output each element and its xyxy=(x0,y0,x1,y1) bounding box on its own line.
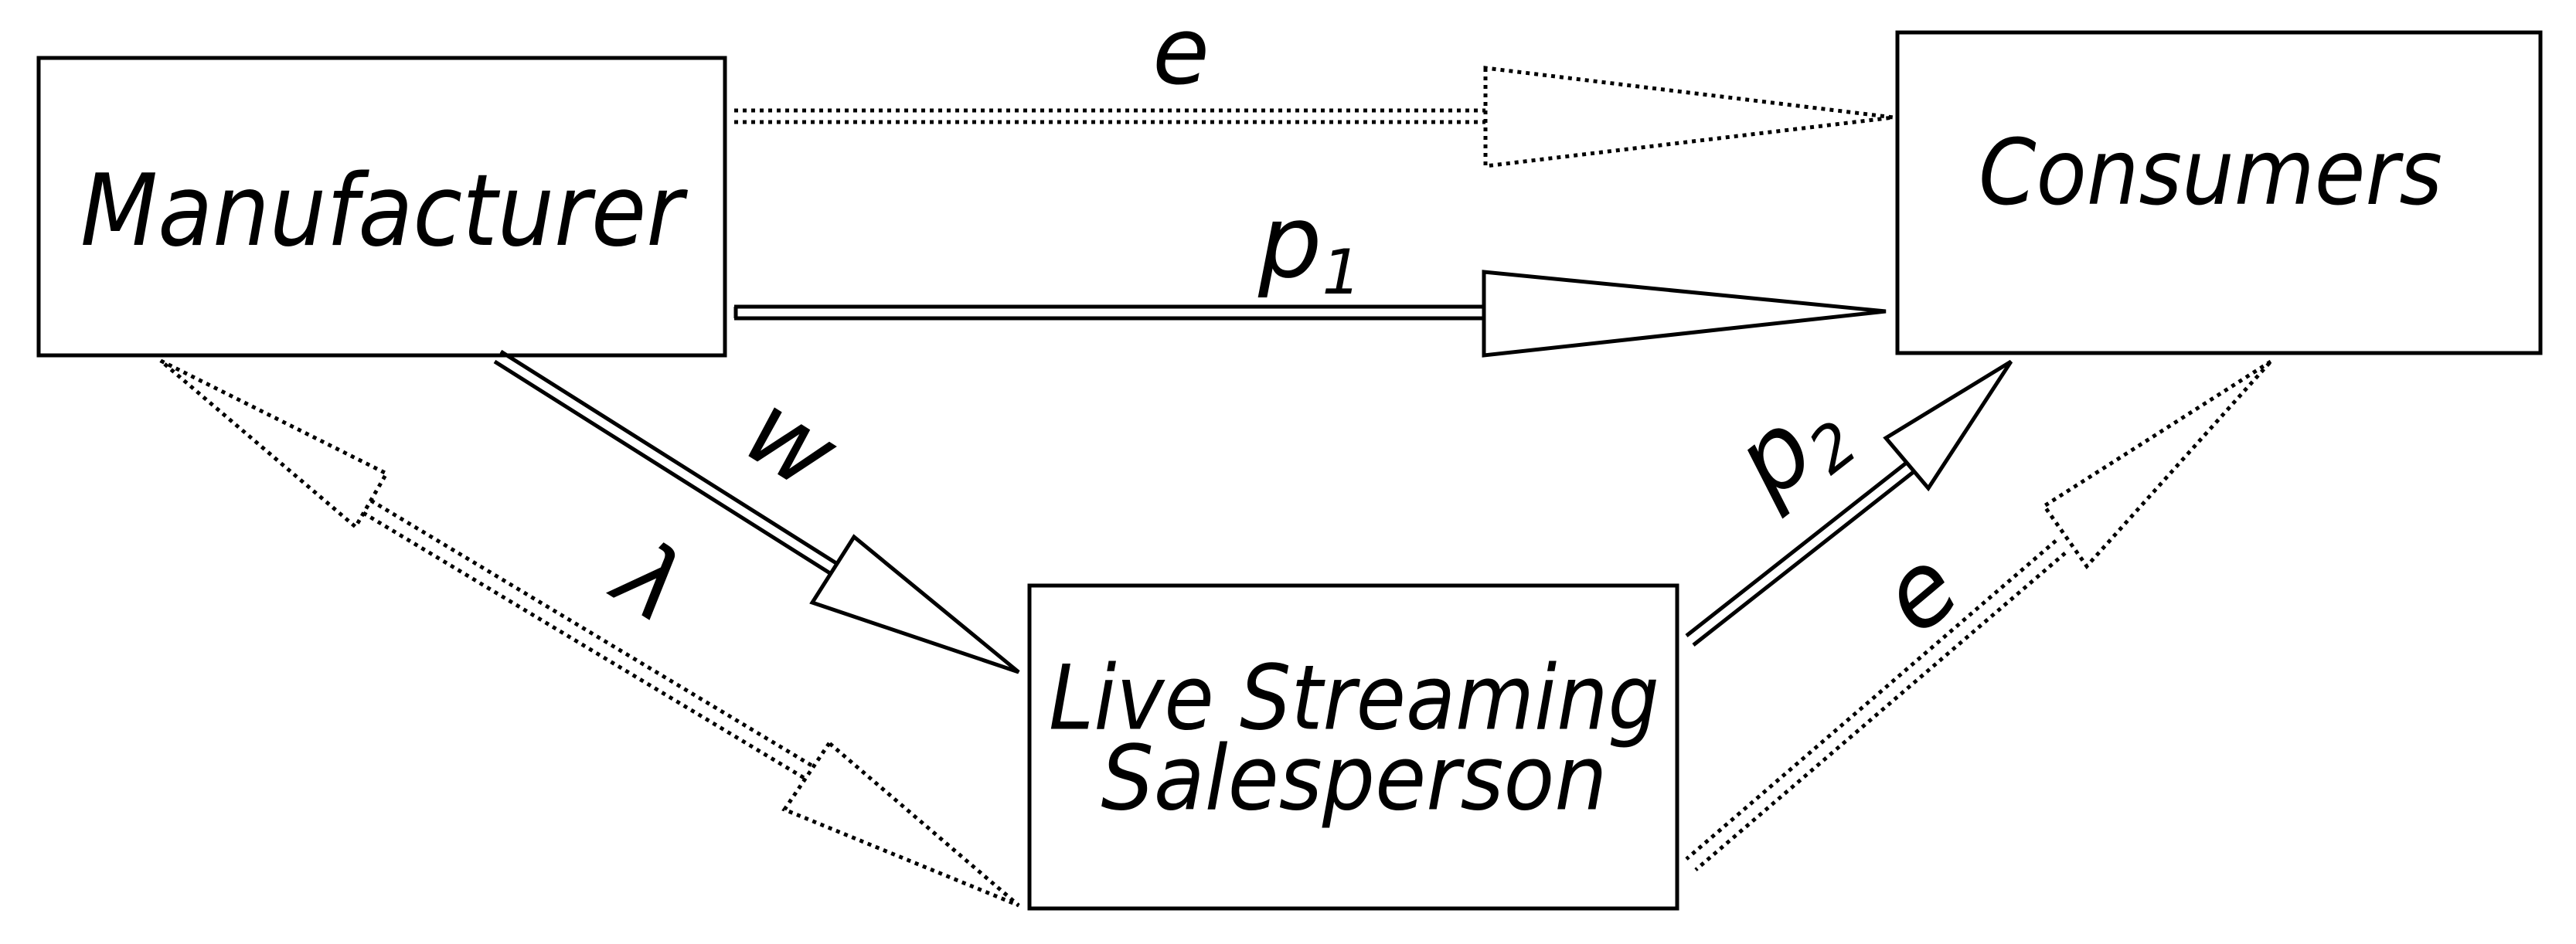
solid-arrow-shaft xyxy=(493,359,840,581)
consumers-box xyxy=(1895,30,2543,355)
edge-label-lambda: λ xyxy=(594,518,706,645)
edge-label-p2: p2 xyxy=(1712,365,1871,527)
dotted-arrow-shaft xyxy=(362,511,807,781)
consumers-node: Consumers xyxy=(1895,30,2543,355)
edge-manufacturer-consumers-dotted: e xyxy=(734,0,1894,168)
manufacturer-box xyxy=(36,56,727,358)
salesperson-box xyxy=(1027,583,1679,911)
solid-arrow-shaft xyxy=(1685,460,1909,637)
salesperson-node: Live Streaming Salesperson xyxy=(1027,583,1679,911)
dotted-arrow-head xyxy=(1483,66,1894,168)
dotted-arrow-shaft xyxy=(369,498,815,769)
manufacturer-node: Manufacturer xyxy=(36,56,727,358)
edge-label-p1-subscript: 1 xyxy=(1322,236,1362,308)
salesperson-label-line2: Salesperson xyxy=(1101,727,1608,831)
edge-label-e-right: e xyxy=(1858,527,1981,657)
salesperson-label-line1: Live Streaming xyxy=(1049,647,1659,751)
edge-label-p1: p1 xyxy=(1257,183,1361,308)
consumers-label: Consumers xyxy=(1979,119,2442,226)
solid-arrow-shaft xyxy=(499,349,846,571)
solid-arrow-shaft xyxy=(1692,470,1916,647)
solid-arrow-head xyxy=(1482,270,1887,358)
edge-manufacturer-consumers-solid: p1 xyxy=(733,183,1887,358)
dotted-arrow-head xyxy=(2041,359,2272,570)
dotted-arrow-head xyxy=(159,358,390,530)
edge-manufacturer-salesperson: w xyxy=(493,349,1020,674)
edge-salesperson-manufacturer: λ xyxy=(159,358,1020,908)
solid-arrow-head xyxy=(809,534,1020,674)
edge-label-e-top: e xyxy=(1152,0,1210,106)
edge-label-p1-symbol: p xyxy=(1257,183,1322,301)
solid-arrow-head xyxy=(1883,359,2013,492)
manufacturer-label: Manufacturer xyxy=(80,154,689,269)
dotted-arrow-head xyxy=(781,740,1020,908)
dotted-arrow-shaft xyxy=(1685,539,2057,861)
edge-label-w: w xyxy=(725,370,857,514)
